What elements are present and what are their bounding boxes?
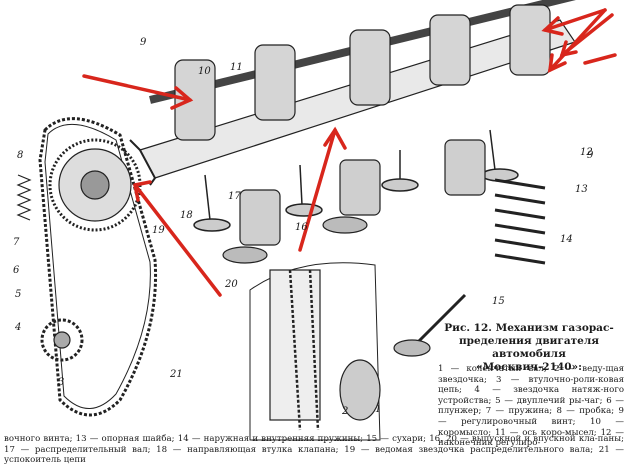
label-16: 16 [295, 222, 308, 233]
label-9: 9 [140, 37, 147, 48]
label-4: 4 [14, 322, 21, 333]
label-2: 2 [341, 406, 348, 417]
parts-legend-continued: вочного винта; 13 — опорная шайба; 14 — … [4, 434, 624, 466]
label-1: 1 [375, 404, 381, 415]
label-7: 7 [13, 237, 20, 248]
label-3: 3 [58, 377, 64, 388]
caption-line-2: пределения двигателя автомобиля [458, 335, 600, 360]
label-13: 13 [575, 184, 588, 195]
label-17: 17 [228, 191, 241, 202]
part-labels: 1 2 3 4 5 6 7 8 9 9 10 11 12 13 14 15 16… [13, 37, 594, 417]
label-9b: 9 [587, 150, 594, 161]
label-20: 20 [224, 279, 238, 290]
label-14: 14 [560, 234, 573, 245]
label-12: 12 [580, 147, 593, 158]
label-8: 8 [17, 150, 23, 161]
red-arrows [82, 8, 617, 297]
label-10: 10 [198, 66, 211, 77]
label-18: 18 [180, 210, 193, 221]
caption-line-3: «Москвич-2140»: [476, 361, 582, 373]
label-5: 5 [15, 289, 21, 300]
label-19: 19 [152, 225, 165, 236]
engraving [16, 0, 576, 441]
figure-caption: Рис. 12. Механизм газорас- пределения дв… [438, 322, 620, 374]
label-21: 21 [169, 369, 183, 380]
parts-legend: 1 — коленчатый вал; 2 — веду-щая звездоч… [438, 364, 624, 449]
label-11: 11 [230, 62, 243, 73]
label-15: 15 [492, 296, 505, 307]
caption-line-1: Рис. 12. Механизм газорас- [444, 322, 614, 334]
label-6: 6 [13, 265, 20, 276]
